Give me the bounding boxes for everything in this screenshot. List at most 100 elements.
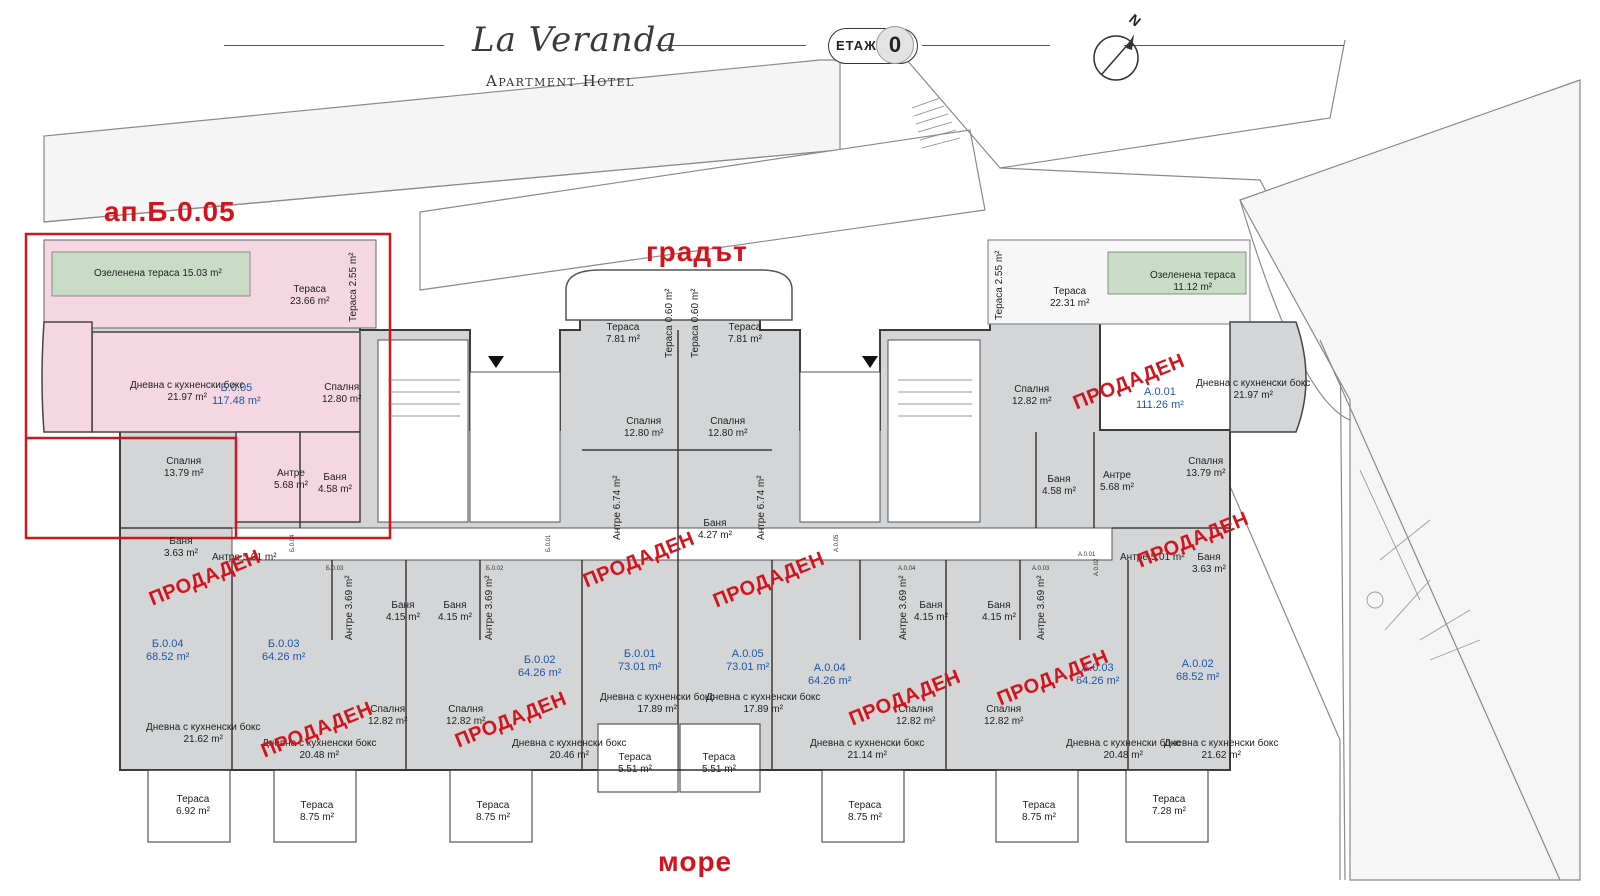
room-label: Антре 3.69 m² bbox=[344, 575, 355, 640]
entrance-markers bbox=[488, 356, 878, 368]
bottom-terraces bbox=[147, 723, 1209, 843]
playground-sketch bbox=[1359, 469, 1481, 661]
door-tag: А.0.01 bbox=[1078, 552, 1096, 558]
door-tag: Б.0.04 bbox=[290, 534, 296, 552]
room-label: Тераса 2.55 m² bbox=[994, 250, 1005, 320]
highlighted-apartment-area[interactable] bbox=[41, 239, 377, 523]
outdoor-stairs bbox=[911, 97, 961, 149]
stair-hatching bbox=[388, 379, 972, 417]
room-label: Антре 3.69 m² bbox=[484, 575, 495, 640]
site-outline bbox=[43, 39, 1581, 881]
header-rule-left bbox=[224, 45, 444, 46]
room-label: Антре 6.74 m² bbox=[756, 475, 767, 540]
room-label: Антре 6.74 m² bbox=[612, 475, 623, 540]
highlight-frame bbox=[24, 232, 392, 540]
room-label: Тераса 2.55 m² bbox=[348, 252, 359, 322]
room-label: Антре 5.01 m² bbox=[1120, 552, 1185, 563]
door-tag: Б.0.02 bbox=[486, 566, 504, 572]
door-tag: А.0.03 bbox=[1032, 566, 1050, 572]
header-rule-mid bbox=[656, 45, 806, 46]
room-label: Озеленена тераса 15.03 m² bbox=[94, 268, 222, 279]
right-top-terraces bbox=[987, 239, 1307, 433]
top-terrace-arch bbox=[565, 269, 793, 321]
brand-name: La Veranda bbox=[472, 20, 678, 60]
room-label: Тераса 0.60 m² bbox=[690, 288, 701, 358]
building-body bbox=[89, 289, 1231, 771]
header-rule-right2 bbox=[1124, 45, 1344, 46]
room-label: Антре 3.69 m² bbox=[1036, 575, 1047, 640]
brand-subtitle: Apartment Hotel bbox=[486, 72, 635, 90]
room-label: Антре 3.69 m² bbox=[898, 575, 909, 640]
direction-city: градът bbox=[646, 236, 748, 267]
interior-walls bbox=[120, 330, 1230, 770]
direction-sea: море bbox=[658, 846, 733, 877]
door-tag: А.0.04 bbox=[898, 566, 916, 572]
room-label: Антре 5.01 m² bbox=[212, 552, 277, 563]
highlight-frame-step bbox=[26, 436, 238, 538]
floor-label: ЕТАЖ bbox=[836, 38, 877, 53]
door-tag: Б.0.01 bbox=[546, 534, 552, 552]
room-label: Тераса 0.60 m² bbox=[664, 288, 675, 358]
floor-number: 0 bbox=[876, 26, 914, 64]
header-rule-right1 bbox=[922, 45, 1050, 46]
highlight-apartment-label: ап.Б.0.05 bbox=[104, 196, 236, 227]
door-tag: А.0.05 bbox=[834, 534, 840, 552]
door-tag: Б.0.03 bbox=[326, 566, 344, 572]
north-compass-icon bbox=[1093, 34, 1139, 81]
door-tag: А.0.02 bbox=[1094, 558, 1100, 576]
